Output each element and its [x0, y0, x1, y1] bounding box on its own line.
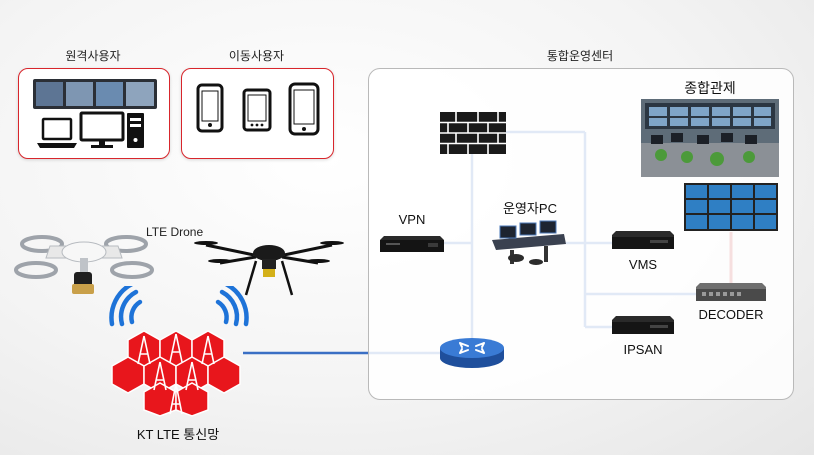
mobile-devices-icon	[196, 82, 320, 136]
remote-users-box	[18, 68, 170, 159]
white-drone-icon	[14, 235, 154, 294]
vpn-device-icon	[380, 236, 444, 252]
vms-server-icon	[612, 231, 674, 249]
vpn-label: VPN	[398, 212, 426, 227]
video-wall-icon	[684, 183, 778, 231]
signal-waves-right-icon	[215, 286, 249, 327]
desktop-workstation-icon	[33, 79, 157, 148]
mobile-users-box	[181, 68, 334, 159]
operator-desk-icon	[492, 220, 566, 265]
lte-cell-network-icon	[111, 330, 241, 417]
firewall-icon	[440, 112, 506, 154]
integrated-center-label: 통합운영센터	[546, 49, 614, 63]
ipsan-storage-icon	[612, 316, 674, 334]
decoder-device-icon	[696, 283, 766, 301]
ipsan-label: IPSAN	[623, 342, 663, 357]
vms-label: VMS	[628, 257, 658, 272]
operator-pc-label: 운영자PC	[503, 201, 557, 216]
mobile-users-label: 이동사용자	[228, 49, 285, 63]
lte-drone-label: LTE Drone	[146, 225, 204, 239]
integrated-control-label: 종합관제	[684, 80, 736, 96]
signal-waves-left-icon	[109, 286, 143, 327]
remote-users-label: 원격사용자	[65, 49, 121, 63]
kt-lte-network-label: KT LTE 통신망	[136, 427, 220, 442]
control-room-image	[641, 99, 779, 177]
router-icon	[440, 338, 504, 368]
black-drone-icon	[194, 241, 344, 296]
decoder-label: DECODER	[698, 307, 764, 322]
